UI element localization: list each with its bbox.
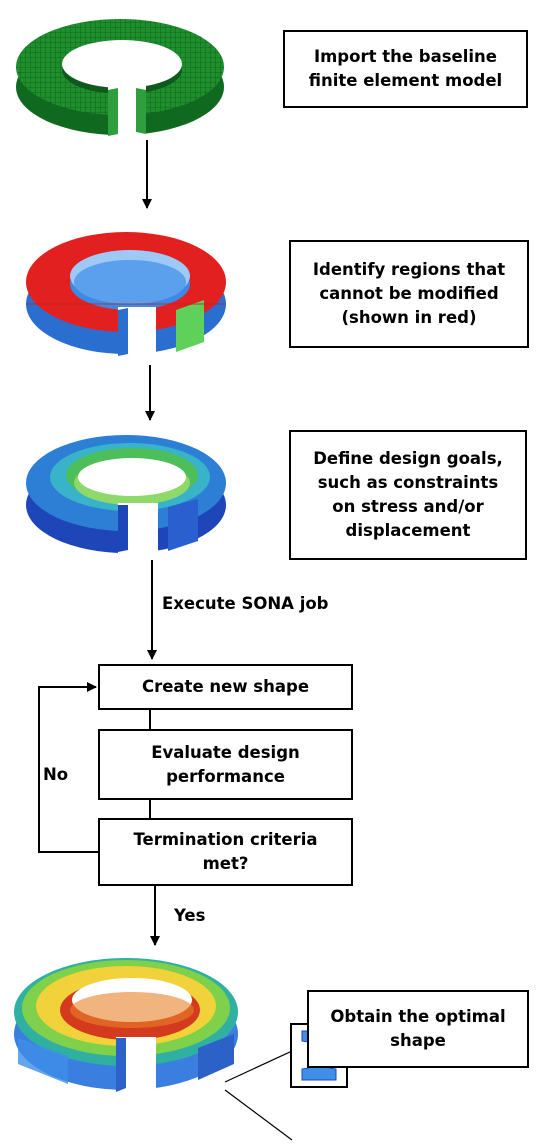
- step-import-model: Import the baseline finite element model: [283, 30, 528, 108]
- arrow-no-loop: [38, 682, 98, 853]
- baseline-mesh-ring: [16, 19, 224, 137]
- step-define-goals: Define design goals, such as constraints…: [289, 430, 527, 560]
- step-obtain-optimal: Obtain the optimal shape: [307, 990, 529, 1068]
- zoom-callout-line-bottom: [224, 1089, 293, 1141]
- design-goals-ring: [26, 435, 226, 560]
- label-yes: Yes: [174, 906, 206, 925]
- step-termination-criteria: Termination criteria met?: [98, 818, 353, 886]
- optimal-shape-ring: [14, 958, 238, 1097]
- label-no: No: [43, 765, 69, 784]
- label-execute-job: Execute SONA job: [162, 594, 329, 613]
- step-identify-regions: Identify regions that cannot be modified…: [289, 240, 529, 348]
- step-evaluate-performance: Evaluate design performance: [98, 729, 353, 800]
- step-create-shape: Create new shape: [98, 664, 353, 710]
- fixed-regions-ring: [26, 232, 226, 362]
